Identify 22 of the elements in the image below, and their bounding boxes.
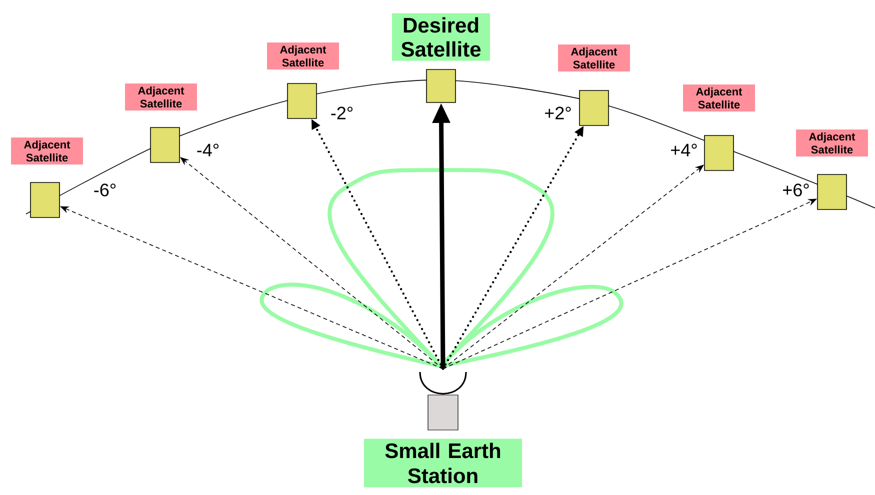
satellite-label: Desired Satellite: [392, 13, 490, 61]
angle-label: +2°: [545, 106, 571, 120]
angle-label: +4°: [671, 144, 697, 156]
angle-label: -6°: [94, 184, 116, 196]
satellite-box: [579, 90, 609, 126]
satellite-label: Adjacent Satellite: [558, 44, 630, 72]
angle-label: -2°: [331, 106, 353, 120]
station-label: Small Earth Station: [364, 438, 522, 488]
satellite-label: Adjacent Satellite: [796, 129, 868, 157]
satellite-box: [704, 135, 734, 171]
satellite-box: [287, 83, 317, 119]
antenna-drawing: [419, 372, 467, 430]
satellite-label: Adjacent Satellite: [125, 83, 197, 111]
satellite-box: [150, 127, 180, 163]
satellite-label: Adjacent Satellite: [267, 42, 339, 70]
satellite-label: Adjacent Satellite: [683, 84, 755, 112]
satellite-box: [817, 174, 847, 210]
satellite-box: [426, 69, 456, 103]
satellite-box: [30, 182, 60, 218]
angle-label: -4°: [197, 144, 219, 156]
angle-label: +6°: [783, 184, 809, 196]
satellite-label: Adjacent Satellite: [11, 137, 84, 165]
